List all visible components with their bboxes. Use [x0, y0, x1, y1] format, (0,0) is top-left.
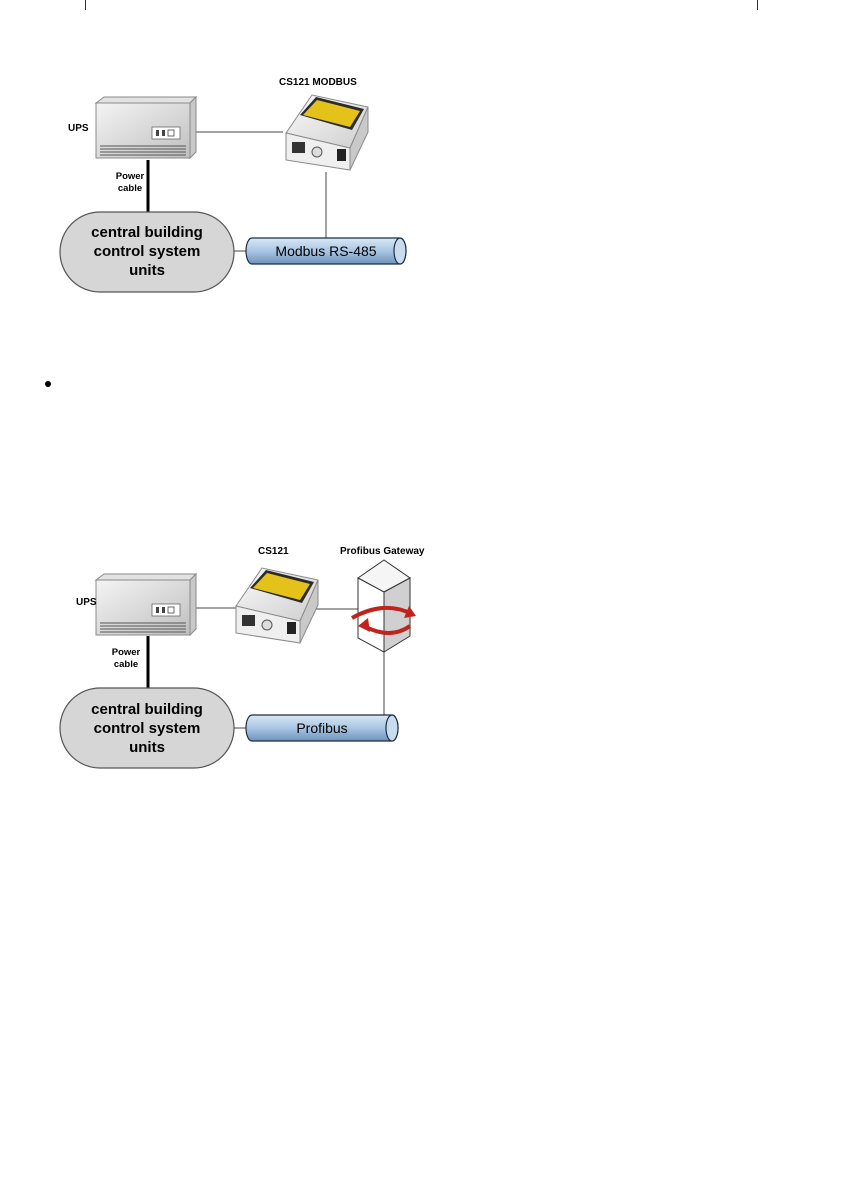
power-cable-label: Power cable [106, 647, 146, 671]
bus-label: Modbus RS-485 [252, 243, 400, 259]
profibus-gateway [352, 560, 416, 652]
cloud-label-line2: control system [60, 719, 234, 738]
cloud-label: central building control system units [60, 223, 234, 280]
bus-label: Profibus [252, 720, 392, 736]
cloud-label: central building control system units [60, 700, 234, 757]
profibus-diagram: CS121 Profibus Gateway UPS Power cable c… [0, 530, 842, 790]
cloud-label-line1: central building [60, 223, 234, 242]
cloud-label-line1: central building [60, 700, 234, 719]
device-label: CS121 MODBUS [279, 77, 357, 88]
gateway-label: Profibus Gateway [340, 546, 424, 557]
cloud-label-line3: units [60, 261, 234, 280]
power-cable-label-line1: Power [110, 171, 150, 183]
cloud-label-line2: control system [60, 242, 234, 261]
ups-unit [96, 97, 196, 158]
cs121-device [236, 568, 318, 643]
ups-label: UPS [68, 123, 89, 134]
ups-unit [96, 574, 196, 635]
power-cable-label: Power cable [110, 171, 150, 195]
cloud-label-line3: units [60, 738, 234, 757]
cs121-modbus-device [286, 95, 368, 170]
device-label: CS121 [258, 546, 289, 557]
power-cable-label-line2: cable [106, 659, 146, 671]
power-cable-label-line2: cable [110, 183, 150, 195]
power-cable-label-line1: Power [106, 647, 146, 659]
modbus-diagram: CS121 MODBUS UPS Power cable central bui… [0, 0, 842, 310]
bullet-point [45, 381, 51, 387]
ups-label: UPS [76, 597, 97, 608]
